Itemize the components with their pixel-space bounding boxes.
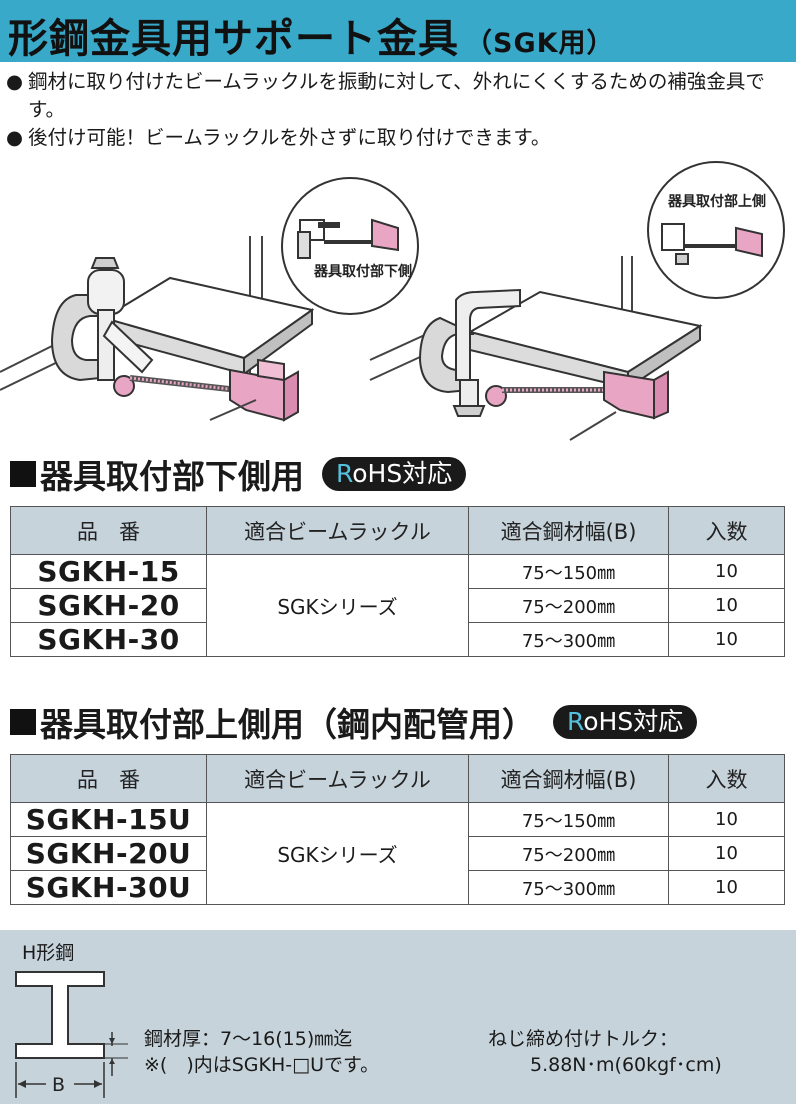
col-header-qty: 入数 <box>668 754 785 803</box>
feature-list: ● 鋼材に取り付けたビームラックルを振動に対して、外れにくくするための補強金具で… <box>6 68 792 152</box>
h-beam-label: H形鋼 <box>22 942 75 964</box>
product-code: SGKH-30 <box>10 622 207 657</box>
bullet-icon: ● <box>6 70 24 93</box>
rohs-badge-text: oHS対応 <box>583 707 684 736</box>
pack-qty: 10 <box>668 554 785 589</box>
section-title: 器具取付部下側用 <box>40 457 304 496</box>
steel-width: 75～200㎜ <box>468 836 669 871</box>
feature-item: ● 鋼材に取り付けたビームラックルを振動に対して、外れにくくするための補強金具で… <box>6 68 792 124</box>
feature-item: ● 後付け可能！ビームラックルを外さずに取り付けできます。 <box>6 124 792 152</box>
steel-width: 75～200㎜ <box>468 588 669 623</box>
rohs-badge-r: R <box>567 707 584 736</box>
table-row: SGKH-20 75～200㎜ 10 <box>10 588 785 623</box>
thickness-text: 鋼材厚：7～16(15)㎜迄 <box>144 1028 353 1050</box>
pack-qty: 10 <box>668 588 785 623</box>
col-header-code: 品 番 <box>10 506 207 555</box>
callout-lower-label: 器具取付部下側 <box>313 263 412 280</box>
product-code: SGKH-20U <box>10 836 207 871</box>
col-header-series: 適合ビームラックル <box>206 754 469 803</box>
col-header-width: 適合鋼材幅(B) <box>468 754 669 803</box>
upper-mount-drawing <box>369 256 703 441</box>
table-row: SGKH-15U SGKシリーズ 75～150㎜ 10 <box>10 802 785 905</box>
title-band: 形鋼金具用サポート金具（SGK用） <box>0 0 796 62</box>
compatible-series: SGKシリーズ <box>206 802 469 905</box>
lower-mount-drawing <box>0 236 315 422</box>
steel-width: 75～150㎜ <box>468 554 669 589</box>
spec-footer: H形鋼 B 鋼材厚：7～16(15)㎜迄 ※( )内はSGKH-□Uです。 ねじ… <box>0 930 796 1104</box>
bullet-icon: ● <box>6 126 24 149</box>
callout-upper-detail: 器具取付部上側 <box>647 161 785 299</box>
section-heading-lower: 器具取付部下側用 RoHS対応 <box>10 450 467 498</box>
table-row: SGKH-30 75～300㎜ 10 <box>10 622 785 657</box>
table-row: SGKH-15 SGKシリーズ 75～150㎜ 10 <box>10 554 785 657</box>
product-code: SGKH-15 <box>10 554 207 589</box>
col-header-series: 適合ビームラックル <box>206 506 469 555</box>
callout-lower-detail: 器具取付部下側 <box>281 177 419 315</box>
pack-qty: 10 <box>668 870 785 905</box>
section-title: 器具取付部上側用（鋼内配管用） <box>40 705 535 744</box>
feature-text: 後付け可能！ビームラックルを外さずに取り付けできます。 <box>28 126 551 149</box>
table-row: SGKH-20U 75～200㎜ 10 <box>10 836 785 871</box>
spec-table-upper: 品 番 適合ビームラックル 適合鋼材幅(B) 入数 SGKH-15U SGKシリ… <box>10 754 785 905</box>
rohs-badge-r: R <box>336 459 353 488</box>
rohs-badge: RoHS対応 <box>553 705 698 739</box>
product-code: SGKH-20 <box>10 588 207 623</box>
steel-width: 75～300㎜ <box>468 870 669 905</box>
table-header-row: 品 番 適合ビームラックル 適合鋼材幅(B) 入数 <box>10 506 785 555</box>
torque-spec: ねじ締め付けトルク： 5.88N･m(60kgf･cm) <box>488 1026 722 1078</box>
product-code: SGKH-30U <box>10 870 207 905</box>
steel-width: 75～150㎜ <box>468 802 669 837</box>
steel-width: 75～300㎜ <box>468 622 669 657</box>
pack-qty: 10 <box>668 802 785 837</box>
section-heading-upper: 器具取付部上側用（鋼内配管用） RoHS対応 <box>10 698 698 746</box>
square-marker-icon <box>10 709 36 735</box>
pack-qty: 10 <box>668 622 785 657</box>
h-beam-diagram-icon: B <box>15 971 128 1098</box>
product-code: SGKH-15U <box>10 802 207 837</box>
feature-text: 鋼材に取り付けたビームラックルを振動に対して、外れにくくするための補強金具です。 <box>28 70 765 121</box>
square-marker-icon <box>10 461 36 487</box>
page-title: 形鋼金具用サポート金具（SGK用） <box>8 6 615 64</box>
torque-label: ねじ締め付けトルク： <box>488 1028 679 1050</box>
table-row: SGKH-30U 75～300㎜ 10 <box>10 870 785 905</box>
width-b-label: B <box>52 1074 65 1096</box>
title-main-text: 形鋼金具用サポート金具 <box>8 16 459 62</box>
torque-value: 5.88N･m(60kgf･cm) <box>530 1054 722 1076</box>
rohs-badge-text: oHS対応 <box>352 459 453 488</box>
product-illustration: 器具取付部下側 器具取付部上側 <box>0 161 785 441</box>
col-header-qty: 入数 <box>668 506 785 555</box>
rohs-badge: RoHS対応 <box>322 457 467 491</box>
title-subtitle: （SGK用） <box>465 28 615 59</box>
col-header-width: 適合鋼材幅(B) <box>468 506 669 555</box>
col-header-code: 品 番 <box>10 754 207 803</box>
thickness-note: ※( )内はSGKH-□Uです。 <box>144 1054 380 1076</box>
table-header-row: 品 番 適合ビームラックル 適合鋼材幅(B) 入数 <box>10 754 785 803</box>
pack-qty: 10 <box>668 836 785 871</box>
thickness-spec: 鋼材厚：7～16(15)㎜迄 ※( )内はSGKH-□Uです。 <box>144 1026 379 1078</box>
compatible-series: SGKシリーズ <box>206 554 469 657</box>
callout-upper-label: 器具取付部上側 <box>667 193 766 210</box>
spec-table-lower: 品 番 適合ビームラックル 適合鋼材幅(B) 入数 SGKH-15 SGKシリー… <box>10 506 785 657</box>
